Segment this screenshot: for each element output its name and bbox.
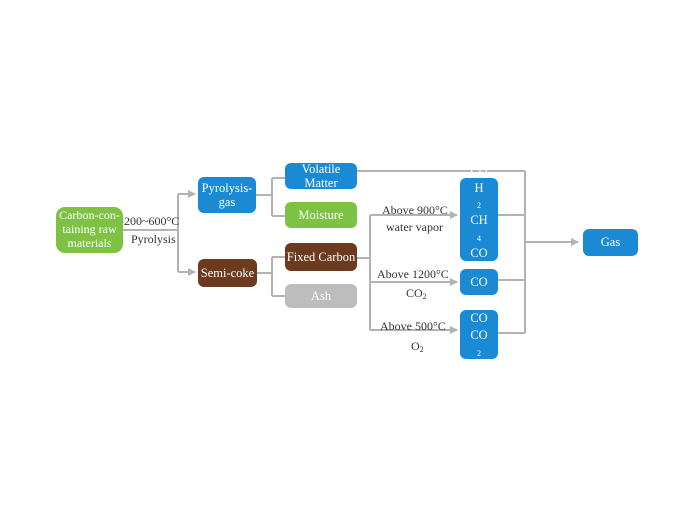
co-product-label: CO bbox=[470, 274, 488, 289]
node-o2-products: CO CO 2 bbox=[460, 310, 498, 359]
node-co-product: CO bbox=[460, 269, 498, 295]
label-o2-temp: Above 500°C bbox=[380, 319, 446, 333]
gas-label: Gas bbox=[600, 235, 621, 250]
product-ch4: CH 4 bbox=[470, 213, 487, 243]
pyrolysis-gas-line-2: gas bbox=[218, 195, 236, 209]
ash-label: Ash bbox=[310, 288, 332, 303]
label-pyrolysis-temp: 200~600°C bbox=[124, 214, 180, 228]
o2-product-co2-sub: 2 bbox=[477, 348, 481, 358]
pyrolysis-gas-line-1: Pyrolysis- bbox=[201, 180, 253, 195]
label-steam-temp: Above 900°C bbox=[382, 203, 448, 217]
node-gas: Gas bbox=[583, 229, 638, 256]
product-ch4-sub: 4 bbox=[477, 233, 481, 243]
node-raw-materials: Carbon-con- taining raw materials bbox=[56, 207, 123, 253]
product-ch4-base: CH bbox=[470, 213, 488, 228]
label-o2: O2 bbox=[411, 339, 424, 354]
product-h2-base: H bbox=[474, 180, 484, 195]
node-semi-coke: Semi-coke bbox=[198, 259, 257, 287]
fixed-carbon-label: Fixed Carbon bbox=[286, 249, 356, 264]
node-volatile-matter: Volatile Matter bbox=[285, 161, 357, 190]
o2-product-co2: CO 2 bbox=[470, 328, 487, 358]
raw-line-3: materials bbox=[67, 235, 112, 250]
o2-product-co-base: CO bbox=[470, 311, 488, 326]
label-co2: CO2 bbox=[406, 286, 427, 301]
node-moisture: Moisture bbox=[285, 202, 357, 228]
label-pyrolysis: Pyrolysis bbox=[131, 232, 176, 246]
label-co2-temp: Above 1200°C bbox=[377, 267, 449, 281]
node-fixed-carbon: Fixed Carbon bbox=[285, 243, 357, 271]
o2-product-co2-base: CO bbox=[470, 328, 488, 343]
product-co-base: CO bbox=[470, 163, 488, 178]
label-co2-base: CO bbox=[406, 286, 423, 300]
raw-line-1: Carbon-con- bbox=[59, 208, 120, 223]
node-pyrolysis-gas: Pyrolysis- gas bbox=[198, 177, 256, 213]
label-o2-sub: 2 bbox=[419, 345, 424, 354]
node-ash: Ash bbox=[285, 284, 357, 308]
o2-product-co: CO bbox=[470, 311, 487, 325]
product-co2-base: CO bbox=[470, 245, 488, 260]
label-o2-base: O bbox=[411, 339, 420, 353]
node-steam-products: CO H2 CH 4 CO 2 bbox=[460, 163, 498, 275]
raw-line-2: taining raw bbox=[62, 222, 117, 237]
label-co2-sub: 2 bbox=[422, 292, 427, 301]
product-co: CO bbox=[470, 163, 487, 177]
label-water-vapor: water vapor bbox=[386, 220, 443, 234]
moisture-label: Moisture bbox=[298, 207, 344, 222]
product-h2-sub: 2 bbox=[477, 201, 481, 211]
semi-coke-label: Semi-coke bbox=[200, 265, 255, 280]
volatile-matter-label: Volatile Matter bbox=[301, 161, 341, 190]
